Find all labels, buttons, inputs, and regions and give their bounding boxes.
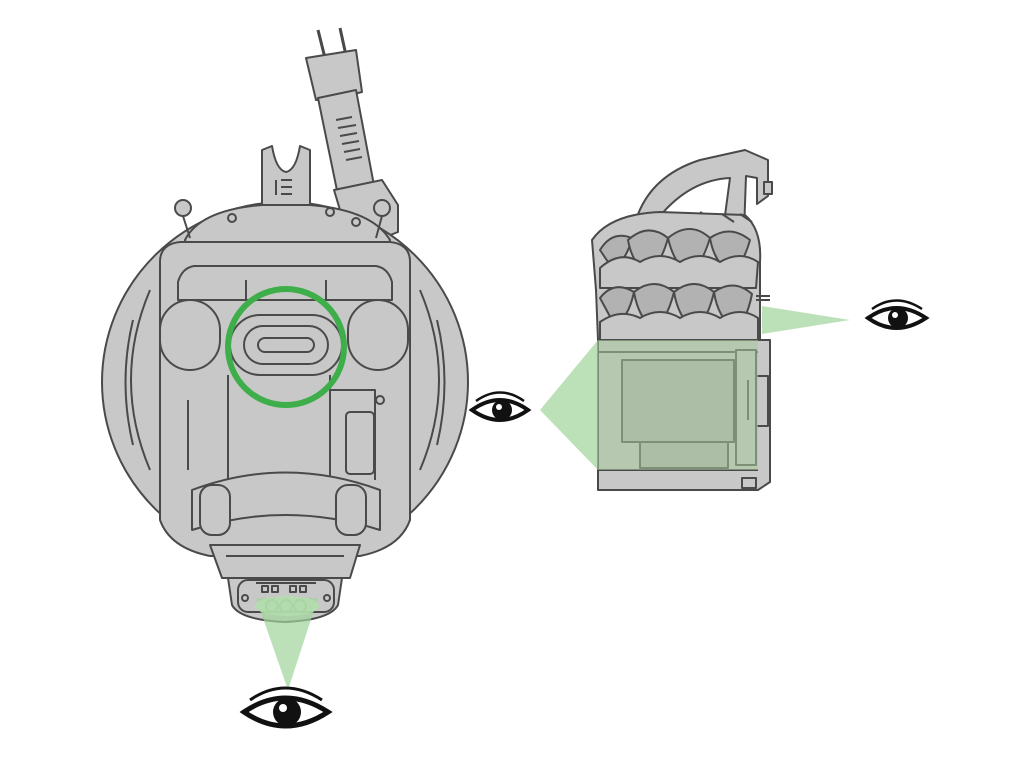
- cable-connector-check-cone: [256, 598, 318, 690]
- eye-bottom-icon: [239, 686, 333, 729]
- eye-middle-icon: [468, 391, 532, 422]
- left-pin: [174, 199, 192, 217]
- cyclone-lower-bin-check-cone: [540, 340, 598, 470]
- main-body-rear-view: [101, 27, 469, 623]
- filter-port-ring: [225, 286, 347, 408]
- cyclone-shroud-check-cone: [762, 306, 850, 334]
- right-pin: [373, 199, 391, 217]
- cyclone-bin-tint: [598, 340, 758, 470]
- eye-right-icon: [864, 299, 930, 330]
